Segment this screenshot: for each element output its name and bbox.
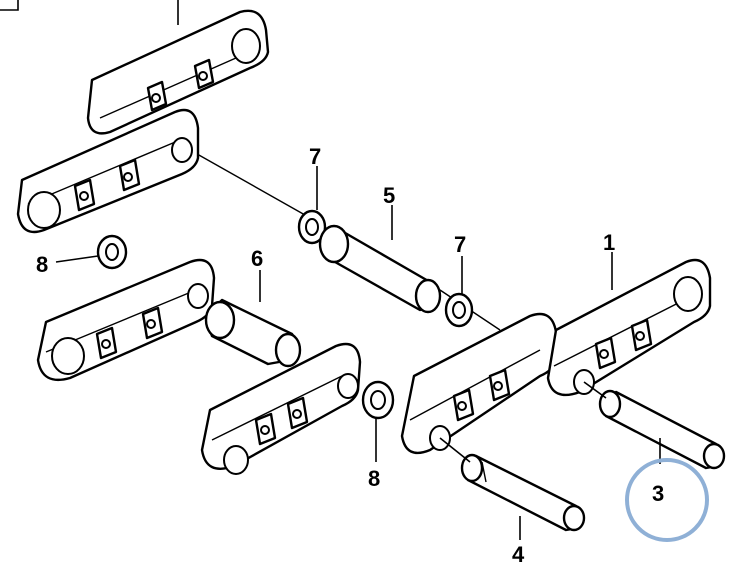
- callout-4: 4: [512, 542, 525, 567]
- callout-1: 1: [603, 230, 615, 255]
- seal-ring-7-lower: [444, 292, 474, 328]
- bushing-6: [204, 298, 302, 368]
- callout-6: 6: [251, 246, 263, 271]
- pin-3: [583, 381, 726, 470]
- track-link-right-front: [546, 258, 712, 397]
- bushing-5: [318, 224, 442, 314]
- track-link-middle: [200, 342, 362, 475]
- track-link-upper-back: [86, 0, 270, 135]
- seal-ring-8-lower: [361, 380, 395, 420]
- frame-corner: [0, 0, 19, 11]
- seal-ring-8-upper: [96, 234, 128, 270]
- callout-8-lower: 8: [368, 466, 380, 491]
- callout-7-upper: 7: [309, 144, 321, 169]
- track-link-right-center: [400, 312, 558, 455]
- callout-3: 3: [652, 481, 664, 506]
- pin-4: [439, 437, 586, 532]
- callout-8-upper: 8: [36, 252, 48, 277]
- leader-8a: [55, 255, 99, 263]
- highlight-circle: [625, 458, 709, 542]
- callout-5: 5: [383, 183, 395, 208]
- callout-7-lower: 7: [454, 232, 466, 257]
- seal-ring-7-upper: [297, 209, 327, 245]
- track-link-lower-left: [36, 258, 216, 382]
- track-link-upper-front: [16, 108, 200, 234]
